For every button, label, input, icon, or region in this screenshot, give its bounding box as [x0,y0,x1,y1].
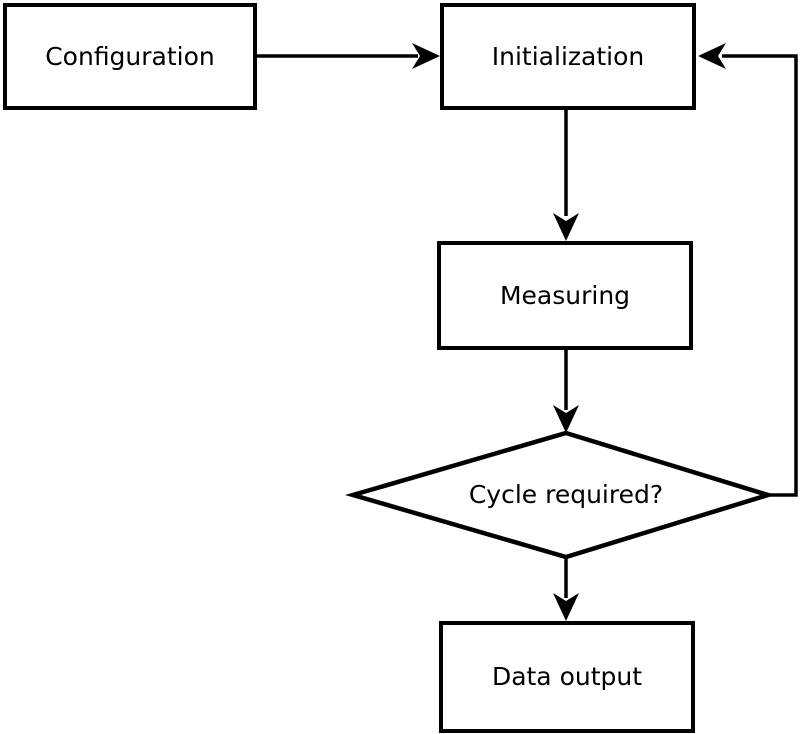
edge-cycle-required-to-initialization-loop [722,54,798,497]
arrowhead-into-cycle-required-top [553,405,579,433]
arrowhead-into-data-output-top [553,593,579,621]
node-measuring-label: Measuring [499,280,631,310]
node-initialization-label: Initialization [491,41,645,71]
node-configuration: Configuration [3,3,257,110]
node-cycle-required-label: Cycle required? [468,480,664,509]
node-initialization: Initialization [440,3,696,110]
arrowhead-into-initialization-right [698,43,726,69]
node-data-output-label: Data output [491,662,643,691]
node-cycle-required-shape [344,430,776,560]
node-data-output: Data output [439,621,695,733]
arrowhead-into-measuring-top [553,213,579,241]
arrowhead-into-initialization-left [412,43,440,69]
node-configuration-label: Configuration [45,41,215,71]
node-measuring: Measuring [437,241,693,350]
node-cycle-required: Cycle required? [366,464,766,526]
